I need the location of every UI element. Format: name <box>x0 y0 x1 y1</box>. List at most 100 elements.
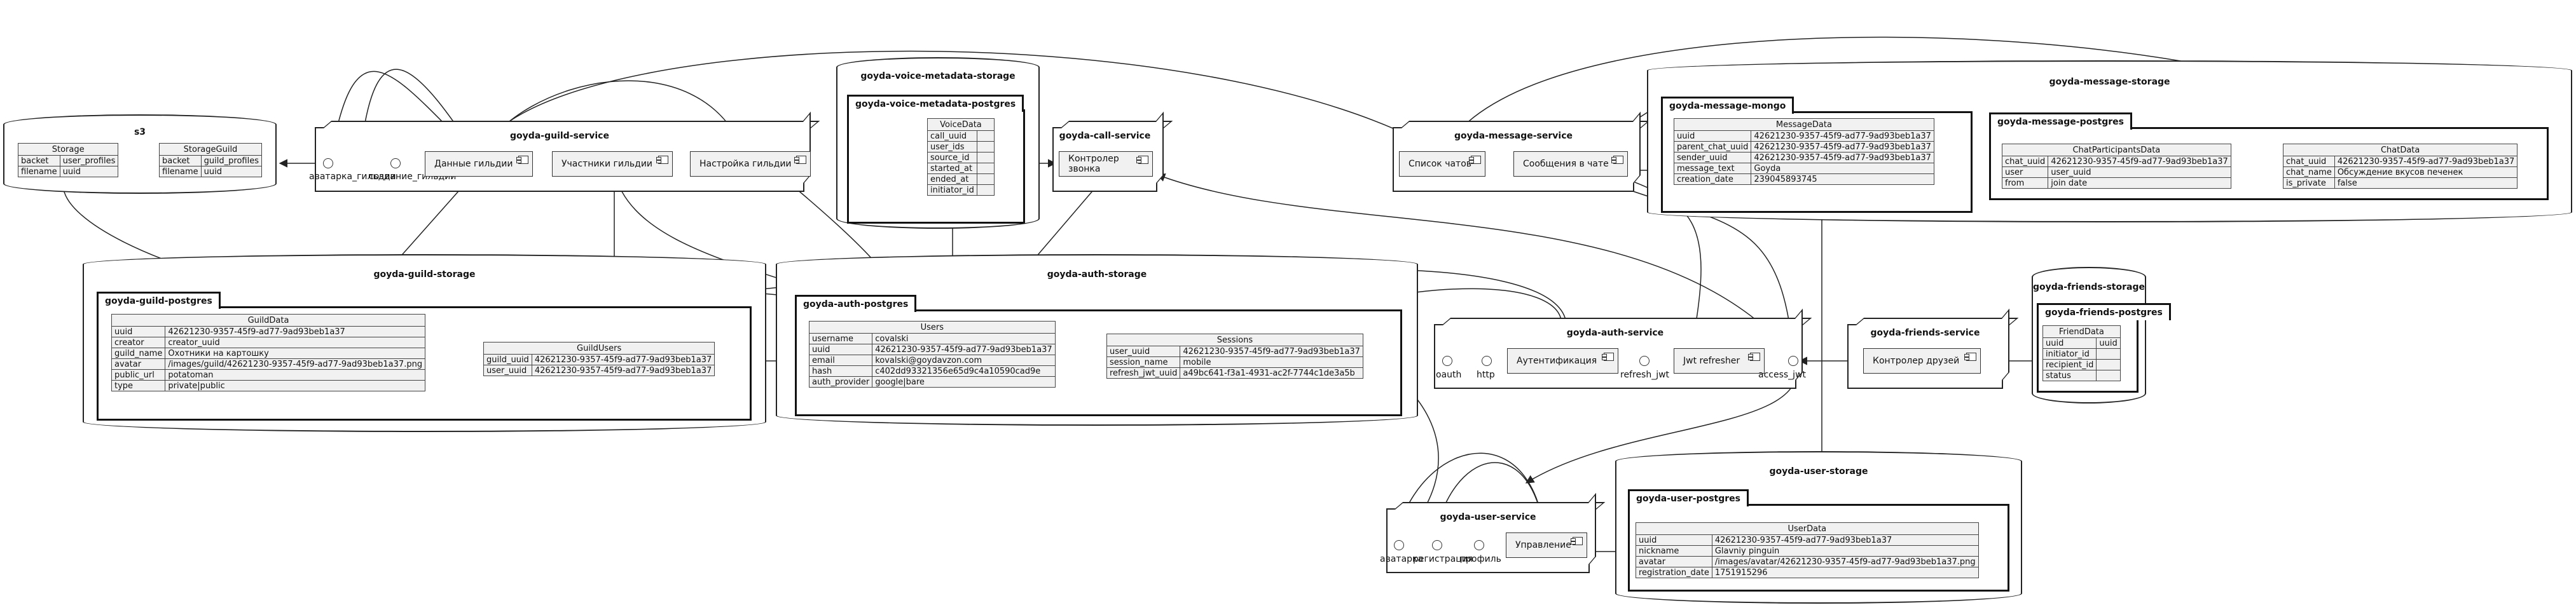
field-name: username <box>808 333 873 344</box>
auth-storage-title: goyda-auth-storage <box>1047 269 1147 280</box>
jwt-refresher-component[interactable]: Jwt refresher <box>1674 348 1765 374</box>
access-jwt-interface[interactable] <box>1788 356 1798 366</box>
field-name: uuid <box>111 326 166 337</box>
registration-interface[interactable] <box>1432 540 1442 550</box>
field-value: 1751915296 <box>1711 567 1979 578</box>
guild-postgres-label: goyda-guild-postgres <box>97 292 221 309</box>
component-icon <box>1602 353 1614 361</box>
field-name: refresh_jwt_uuid <box>1106 367 1181 379</box>
field-value <box>2096 359 2121 370</box>
field-name: avatar <box>1636 556 1712 567</box>
component-icon <box>1964 353 1976 361</box>
field-name: auth_provider <box>808 376 873 388</box>
http-interface[interactable] <box>1482 356 1492 366</box>
table-title: VoiceData <box>927 118 995 131</box>
field-name: backet <box>18 155 60 166</box>
field-value: uuid <box>2096 337 2121 349</box>
message-storage-title: goyda-message-storage <box>2049 77 2170 87</box>
guild-data-component[interactable]: Данные гильдии <box>425 151 533 177</box>
field-name: chat_uuid <box>2283 156 2335 167</box>
field-value: 42621230-9357-45f9-ad77-9ad93beb1a37 <box>1751 141 1934 152</box>
field-value <box>2096 348 2121 360</box>
field-value: /images/guild/42621230-9357-45f9-ad77-9a… <box>165 358 426 370</box>
s3-title: s3 <box>134 127 146 137</box>
guild-data-label: Данные гильдии <box>434 159 513 169</box>
user-avatar-label: аватарка <box>1380 554 1424 564</box>
chat-messages-component[interactable]: Сообщения в чате <box>1513 151 1628 177</box>
field-name: user_uuid <box>1106 346 1181 357</box>
component-icon <box>1748 353 1760 361</box>
field-value: private|public <box>165 380 426 391</box>
field-name: email <box>808 355 873 366</box>
oauth-interface[interactable] <box>1442 356 1452 366</box>
user-management-component[interactable]: Управление <box>1506 532 1587 558</box>
authentication-component[interactable]: Аутентификация <box>1507 348 1618 374</box>
guild-members-component[interactable]: Участники гильдии <box>552 151 673 177</box>
field-value: false <box>2334 177 2518 189</box>
field-name: avatar <box>111 358 166 370</box>
guild-settings-label: Настройка гильдии <box>699 159 792 169</box>
table-row: status <box>2042 370 2121 381</box>
profile-interface[interactable] <box>1474 540 1484 550</box>
field-name: message_text <box>1673 163 1752 174</box>
table-row: user_ids <box>927 141 995 152</box>
auth-service-title: goyda-auth-service <box>1566 328 1664 338</box>
field-value <box>976 173 995 185</box>
friends-controller-component[interactable]: Контролер друзей <box>1863 348 1981 374</box>
guild-settings-component[interactable]: Настройка гильдии <box>690 151 811 177</box>
field-name: status <box>2042 370 2097 381</box>
table-title: UserData <box>1636 522 1979 535</box>
field-value: c402dd93321356e65d9c4a10590cad9e <box>872 365 1056 377</box>
call-controller-component[interactable]: Контролер звонка <box>1059 151 1153 177</box>
edge-msgs-access <box>1589 174 1794 356</box>
user-avatar-interface[interactable] <box>1394 540 1404 550</box>
registration-label: регистрация <box>1413 554 1473 564</box>
friends-postgres-label: goyda-friends-postgres <box>2037 303 2171 320</box>
component-icon <box>656 156 668 164</box>
field-value: user_uuid <box>2048 166 2231 178</box>
http-label: http <box>1477 370 1495 380</box>
table-row: initiator_id <box>2042 348 2121 360</box>
field-value: 42621230-9357-45f9-ad77-9ad93beb1a37 <box>2048 156 2231 167</box>
table-row: initiator_id <box>927 184 995 196</box>
field-name: started_at <box>927 163 977 174</box>
field-value <box>976 141 995 152</box>
field-name: user <box>2001 166 2049 178</box>
guild-create-interface[interactable] <box>390 158 401 168</box>
refresh-jwt-interface[interactable] <box>1639 356 1650 366</box>
component-icon <box>516 156 528 164</box>
call-service-title: goyda-call-service <box>1059 131 1151 141</box>
chat-list-component[interactable]: Список чатов <box>1399 151 1485 177</box>
guild-avatar-interface[interactable] <box>323 158 333 168</box>
chat-messages-label: Сообщения в чате <box>1523 159 1609 169</box>
component-icon <box>1611 156 1623 164</box>
field-value <box>976 152 995 163</box>
table-row: recipient_id <box>2042 359 2121 370</box>
user-management-label: Управление <box>1515 540 1571 550</box>
field-name: source_id <box>927 152 977 163</box>
field-value: mobile <box>1180 356 1363 368</box>
field-name: chat_name <box>2283 166 2335 178</box>
table-row: avatar/images/guild/42621230-9357-45f9-a… <box>111 358 426 370</box>
table-row: started_at <box>927 163 995 174</box>
field-name: recipient_id <box>2042 359 2097 370</box>
